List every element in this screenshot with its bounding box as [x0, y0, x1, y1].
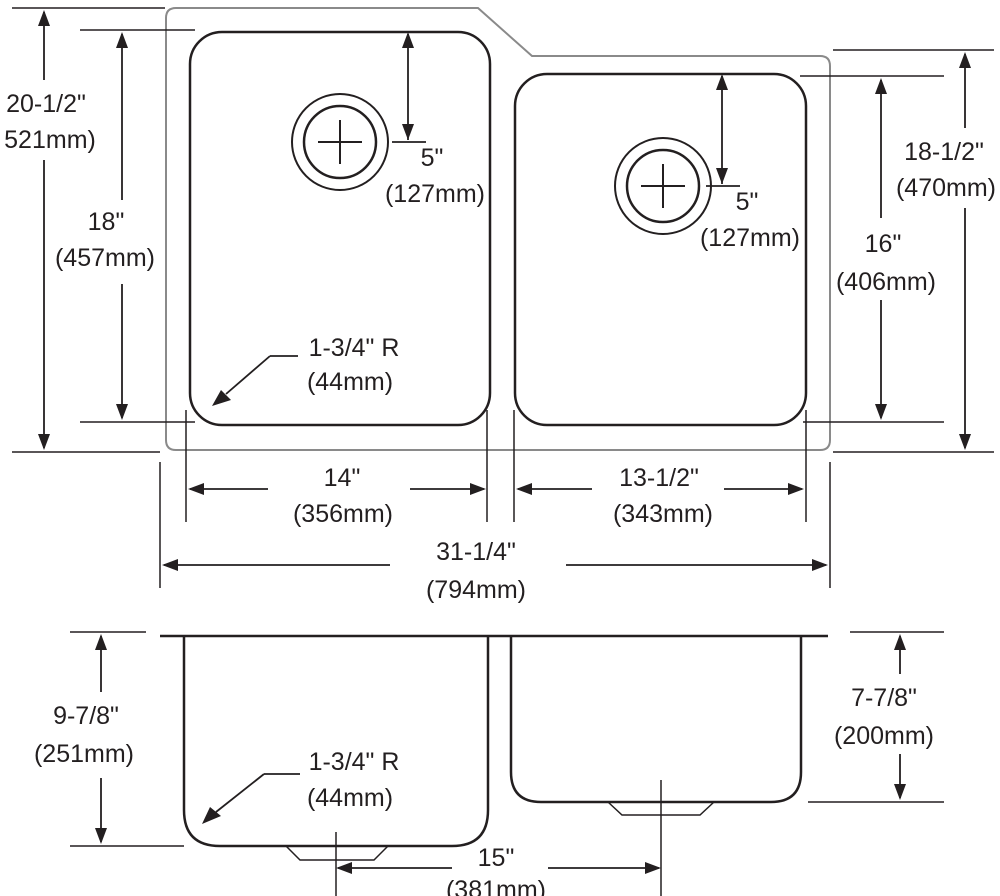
sink-outer-rim: [165, 7, 831, 451]
label-right-drain-offset-mm: (127mm): [700, 224, 800, 252]
label-left-bowl-depth-in: 18": [88, 208, 125, 236]
label-left-corner-radius-in: 1-3/4" R: [309, 334, 400, 362]
label-left-bowl-depth-mm: (457mm): [55, 244, 155, 272]
dim-right-bowl-height: [894, 634, 906, 800]
elevation-view: 9-7/8" (251mm) 1-3/4" R (44mm) 7-7/8" (2…: [34, 631, 944, 896]
label-left-corner-radius-mm: (44mm): [307, 368, 393, 396]
label-left-drain-offset-mm: (127mm): [385, 180, 485, 208]
label-left-bowl-width-in: 14": [324, 464, 361, 492]
right-bowl-outline: [513, 72, 808, 427]
label-left-bowl-width-mm: (356mm): [293, 500, 393, 528]
label-right-drain-offset-in: 5": [736, 188, 759, 216]
label-right-bowl-depth-mm: (406mm): [836, 268, 936, 296]
leader-left-corner-radius: [212, 355, 298, 406]
label-overall-width-mm: (794mm): [426, 576, 526, 604]
label-overall-depth-mm: 521mm): [4, 126, 96, 154]
label-right-bowl-width-mm: (343mm): [613, 500, 713, 528]
dim-left-bowl-depth: [116, 32, 128, 420]
label-elevation-corner-radius-in: 1-3/4" R: [309, 748, 400, 776]
dim-right-overall-depth: [959, 52, 971, 450]
dim-right-bowl-width: [516, 483, 804, 495]
label-right-bowl-width-in: 13-1/2": [619, 464, 699, 492]
plan-view: 20-1/2" 521mm) 18" (457mm) 5" (127mm) 1-…: [4, 7, 996, 604]
leader-elevation-corner-radius: [202, 773, 300, 824]
right-bowl-profile: [509, 636, 803, 804]
left-drain-flange: [285, 845, 389, 861]
left-bowl-outline: [188, 30, 492, 427]
label-right-overall-depth-mm: (470mm): [896, 174, 996, 202]
dim-left-bowl-width: [188, 483, 486, 495]
label-left-bowl-height-in: 9-7/8": [53, 702, 119, 730]
plan-extension-lines: [12, 7, 994, 588]
label-left-bowl-height-mm: (251mm): [34, 740, 134, 768]
dim-right-bowl-depth: [875, 78, 887, 420]
label-right-bowl-height-in: 7-7/8": [851, 684, 917, 712]
dim-overall-width: [162, 559, 828, 571]
label-elevation-corner-radius-mm: (44mm): [307, 784, 393, 812]
label-overall-width-in: 31-1/4": [436, 538, 516, 566]
label-left-drain-offset-in: 5": [421, 144, 444, 172]
right-drain-icon: [614, 137, 712, 235]
label-drain-spacing-mm: (381mm): [446, 876, 546, 896]
label-right-bowl-depth-in: 16": [865, 230, 902, 258]
label-right-overall-depth-in: 18-1/2": [904, 138, 984, 166]
label-drain-spacing-in: 15": [478, 844, 515, 872]
elevation-extension-lines: [70, 631, 944, 896]
left-bowl-profile: [182, 636, 490, 848]
dim-overall-depth: [38, 10, 50, 450]
label-overall-depth-in: 20-1/2": [6, 90, 86, 118]
dim-left-bowl-height: [95, 634, 107, 844]
dim-left-drain-offset: [392, 32, 426, 143]
left-drain-icon: [291, 93, 389, 191]
label-right-bowl-height-mm: (200mm): [834, 722, 934, 750]
dim-right-drain-offset: [706, 74, 740, 187]
dim-drain-spacing: [336, 862, 661, 874]
